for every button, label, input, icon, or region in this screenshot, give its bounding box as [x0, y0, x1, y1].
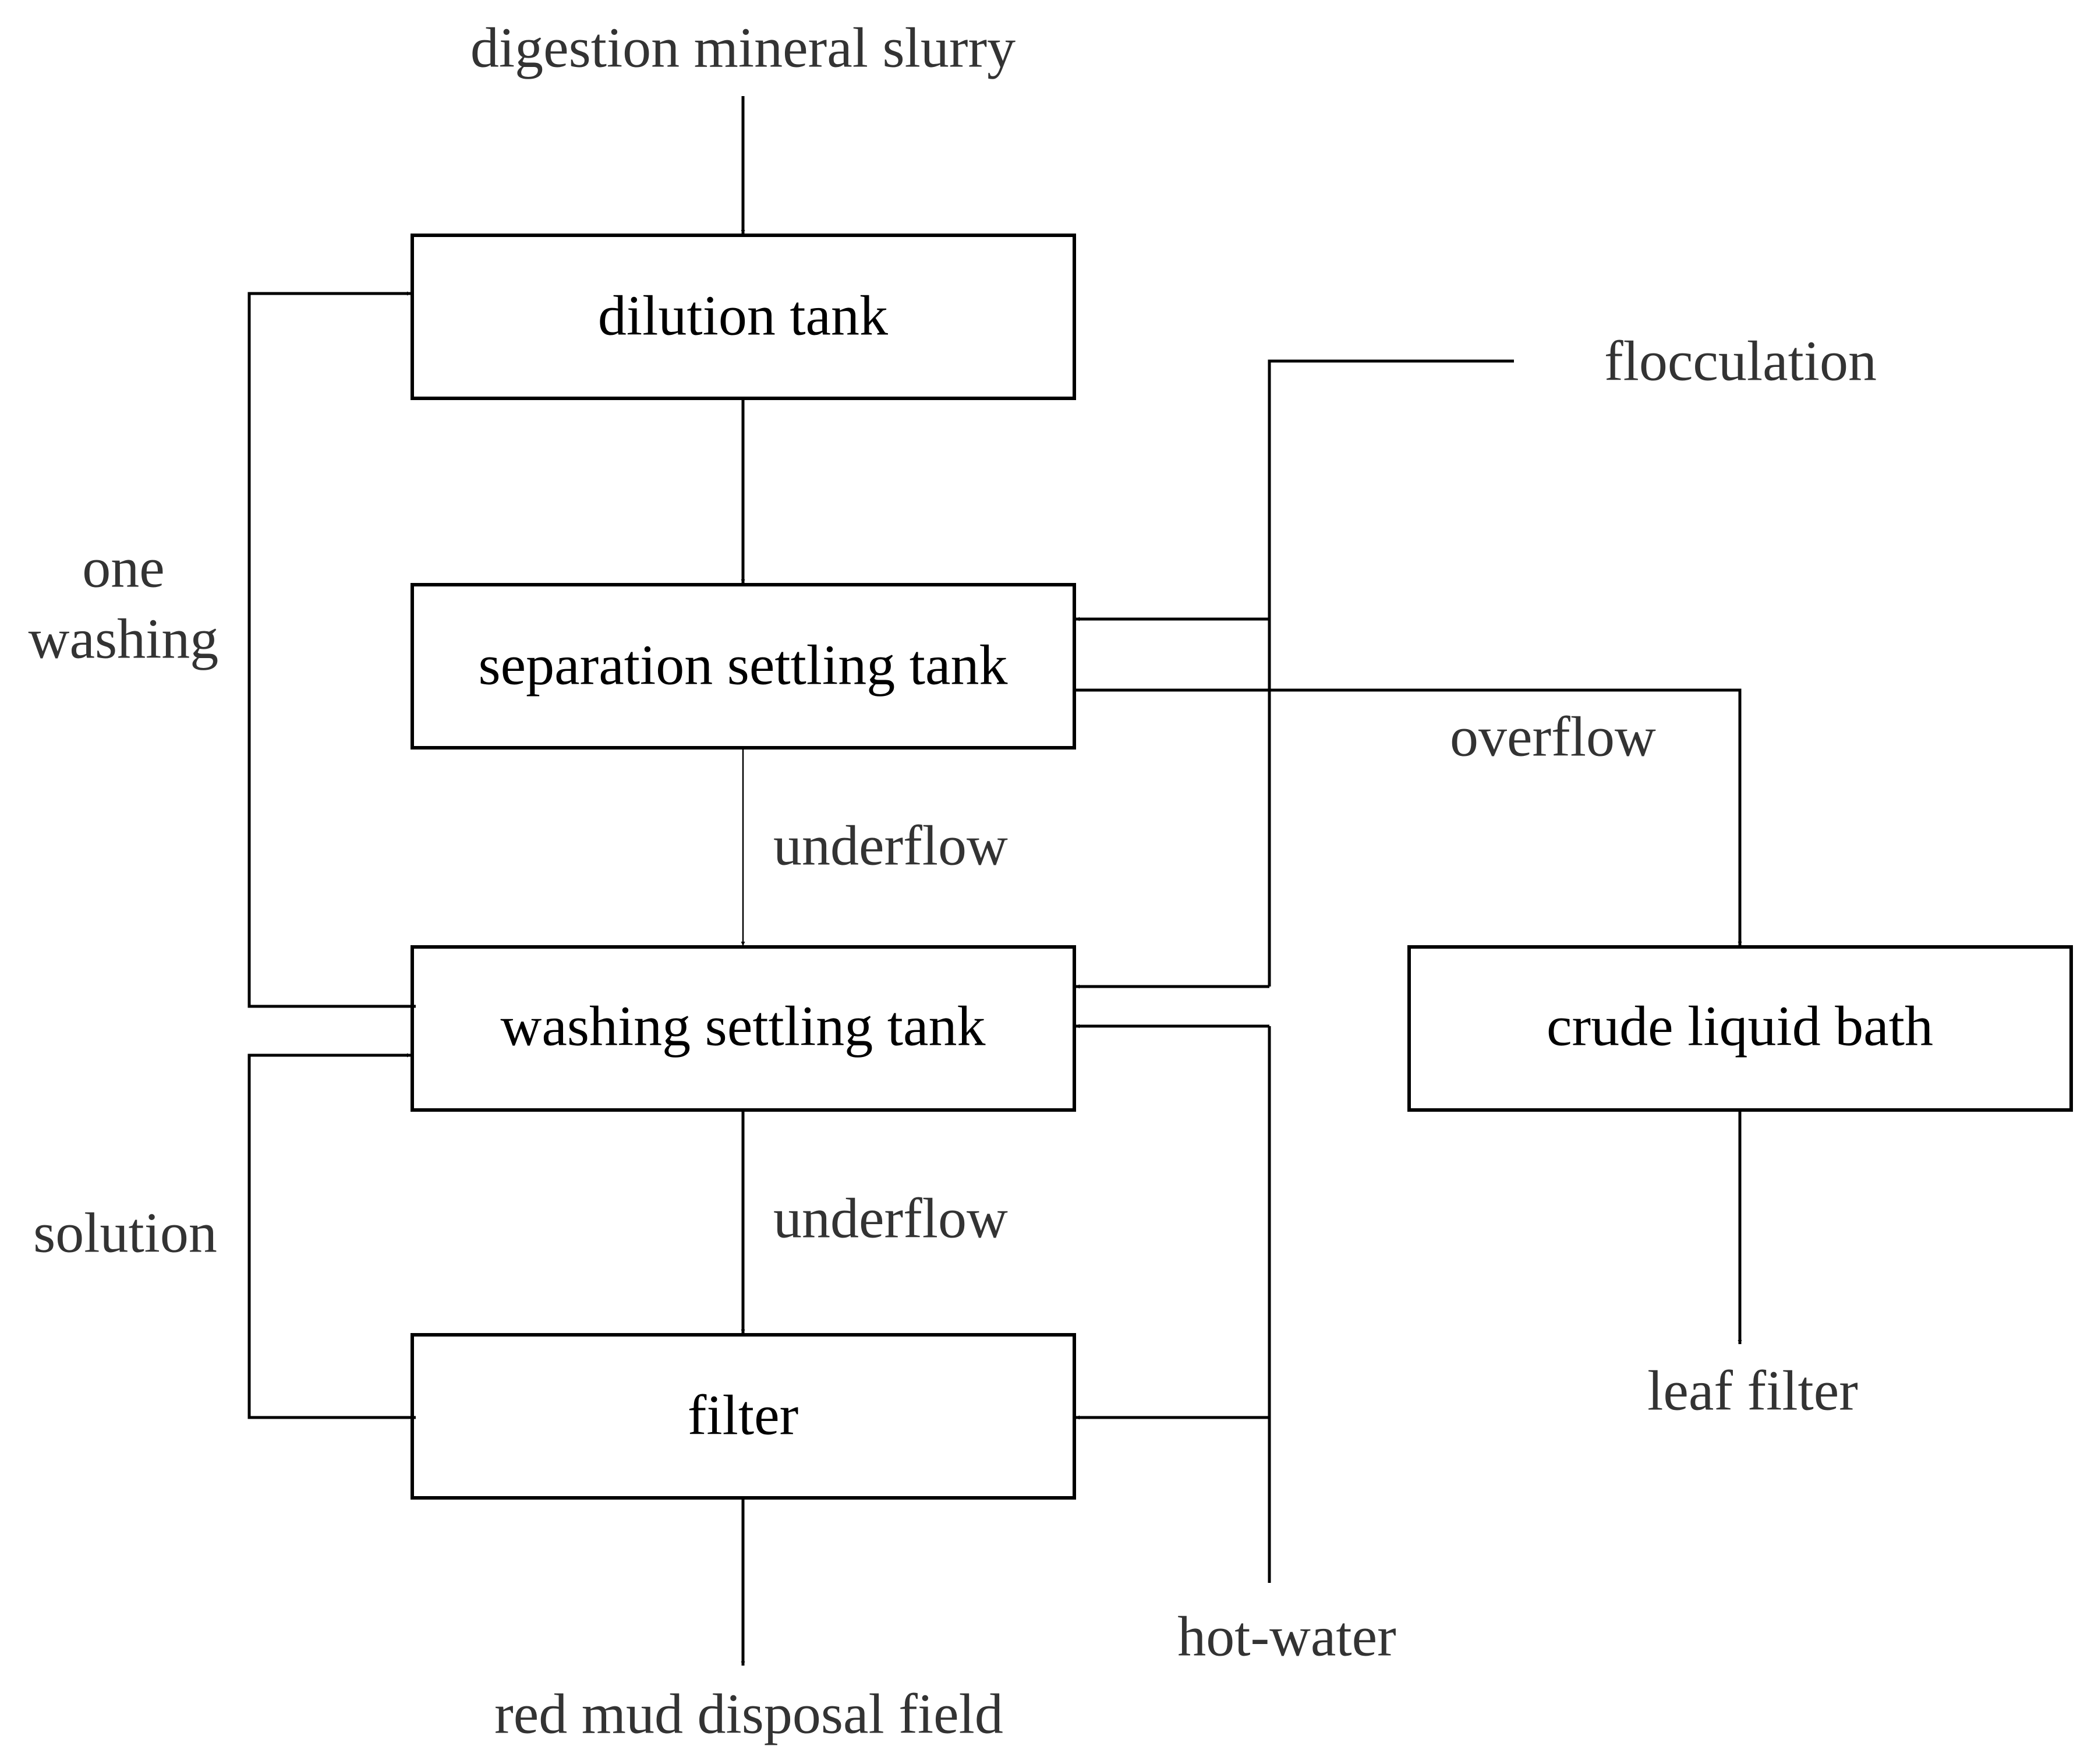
washing-settling-tank-node: washing settling tank [411, 945, 1076, 1112]
separation-underflow-label: underflow [773, 814, 1008, 877]
one-label: one [82, 536, 165, 599]
dilution-tank-label: dilution tank [598, 284, 888, 347]
solution-loop [247, 1053, 416, 1419]
overflow-line [1074, 688, 1742, 946]
hot-water-label: hot-water [1177, 1605, 1396, 1668]
separation-settling-tank-label: separation settling tank [479, 634, 1008, 697]
one-washing-loop [247, 291, 416, 1008]
separation-settling-tank-node: separation settling tank [411, 583, 1076, 750]
washing-underflow-label: underflow [773, 1187, 1008, 1250]
solution-label: solution [33, 1201, 217, 1264]
flocculation-label: flocculation [1604, 330, 1877, 393]
overflow-label: overflow [1450, 705, 1656, 768]
filter-node: filter [411, 1333, 1076, 1500]
crude-liquid-bath-node: crude liquid bath [1407, 945, 2073, 1112]
dilution-tank-node: dilution tank [411, 234, 1076, 400]
filter-label: filter [688, 1384, 798, 1447]
washing-settling-tank-label: washing settling tank [501, 995, 986, 1058]
leaf-filter-label: leaf filter [1647, 1359, 1858, 1422]
crude-liquid-bath-label: crude liquid bath [1547, 995, 1933, 1058]
input-label: digestion mineral slurry [470, 16, 1016, 79]
flocculation-feed-line [1268, 359, 1514, 987]
output-label: red mud disposal field [494, 1682, 1003, 1745]
washing-label: washing [29, 607, 219, 670]
